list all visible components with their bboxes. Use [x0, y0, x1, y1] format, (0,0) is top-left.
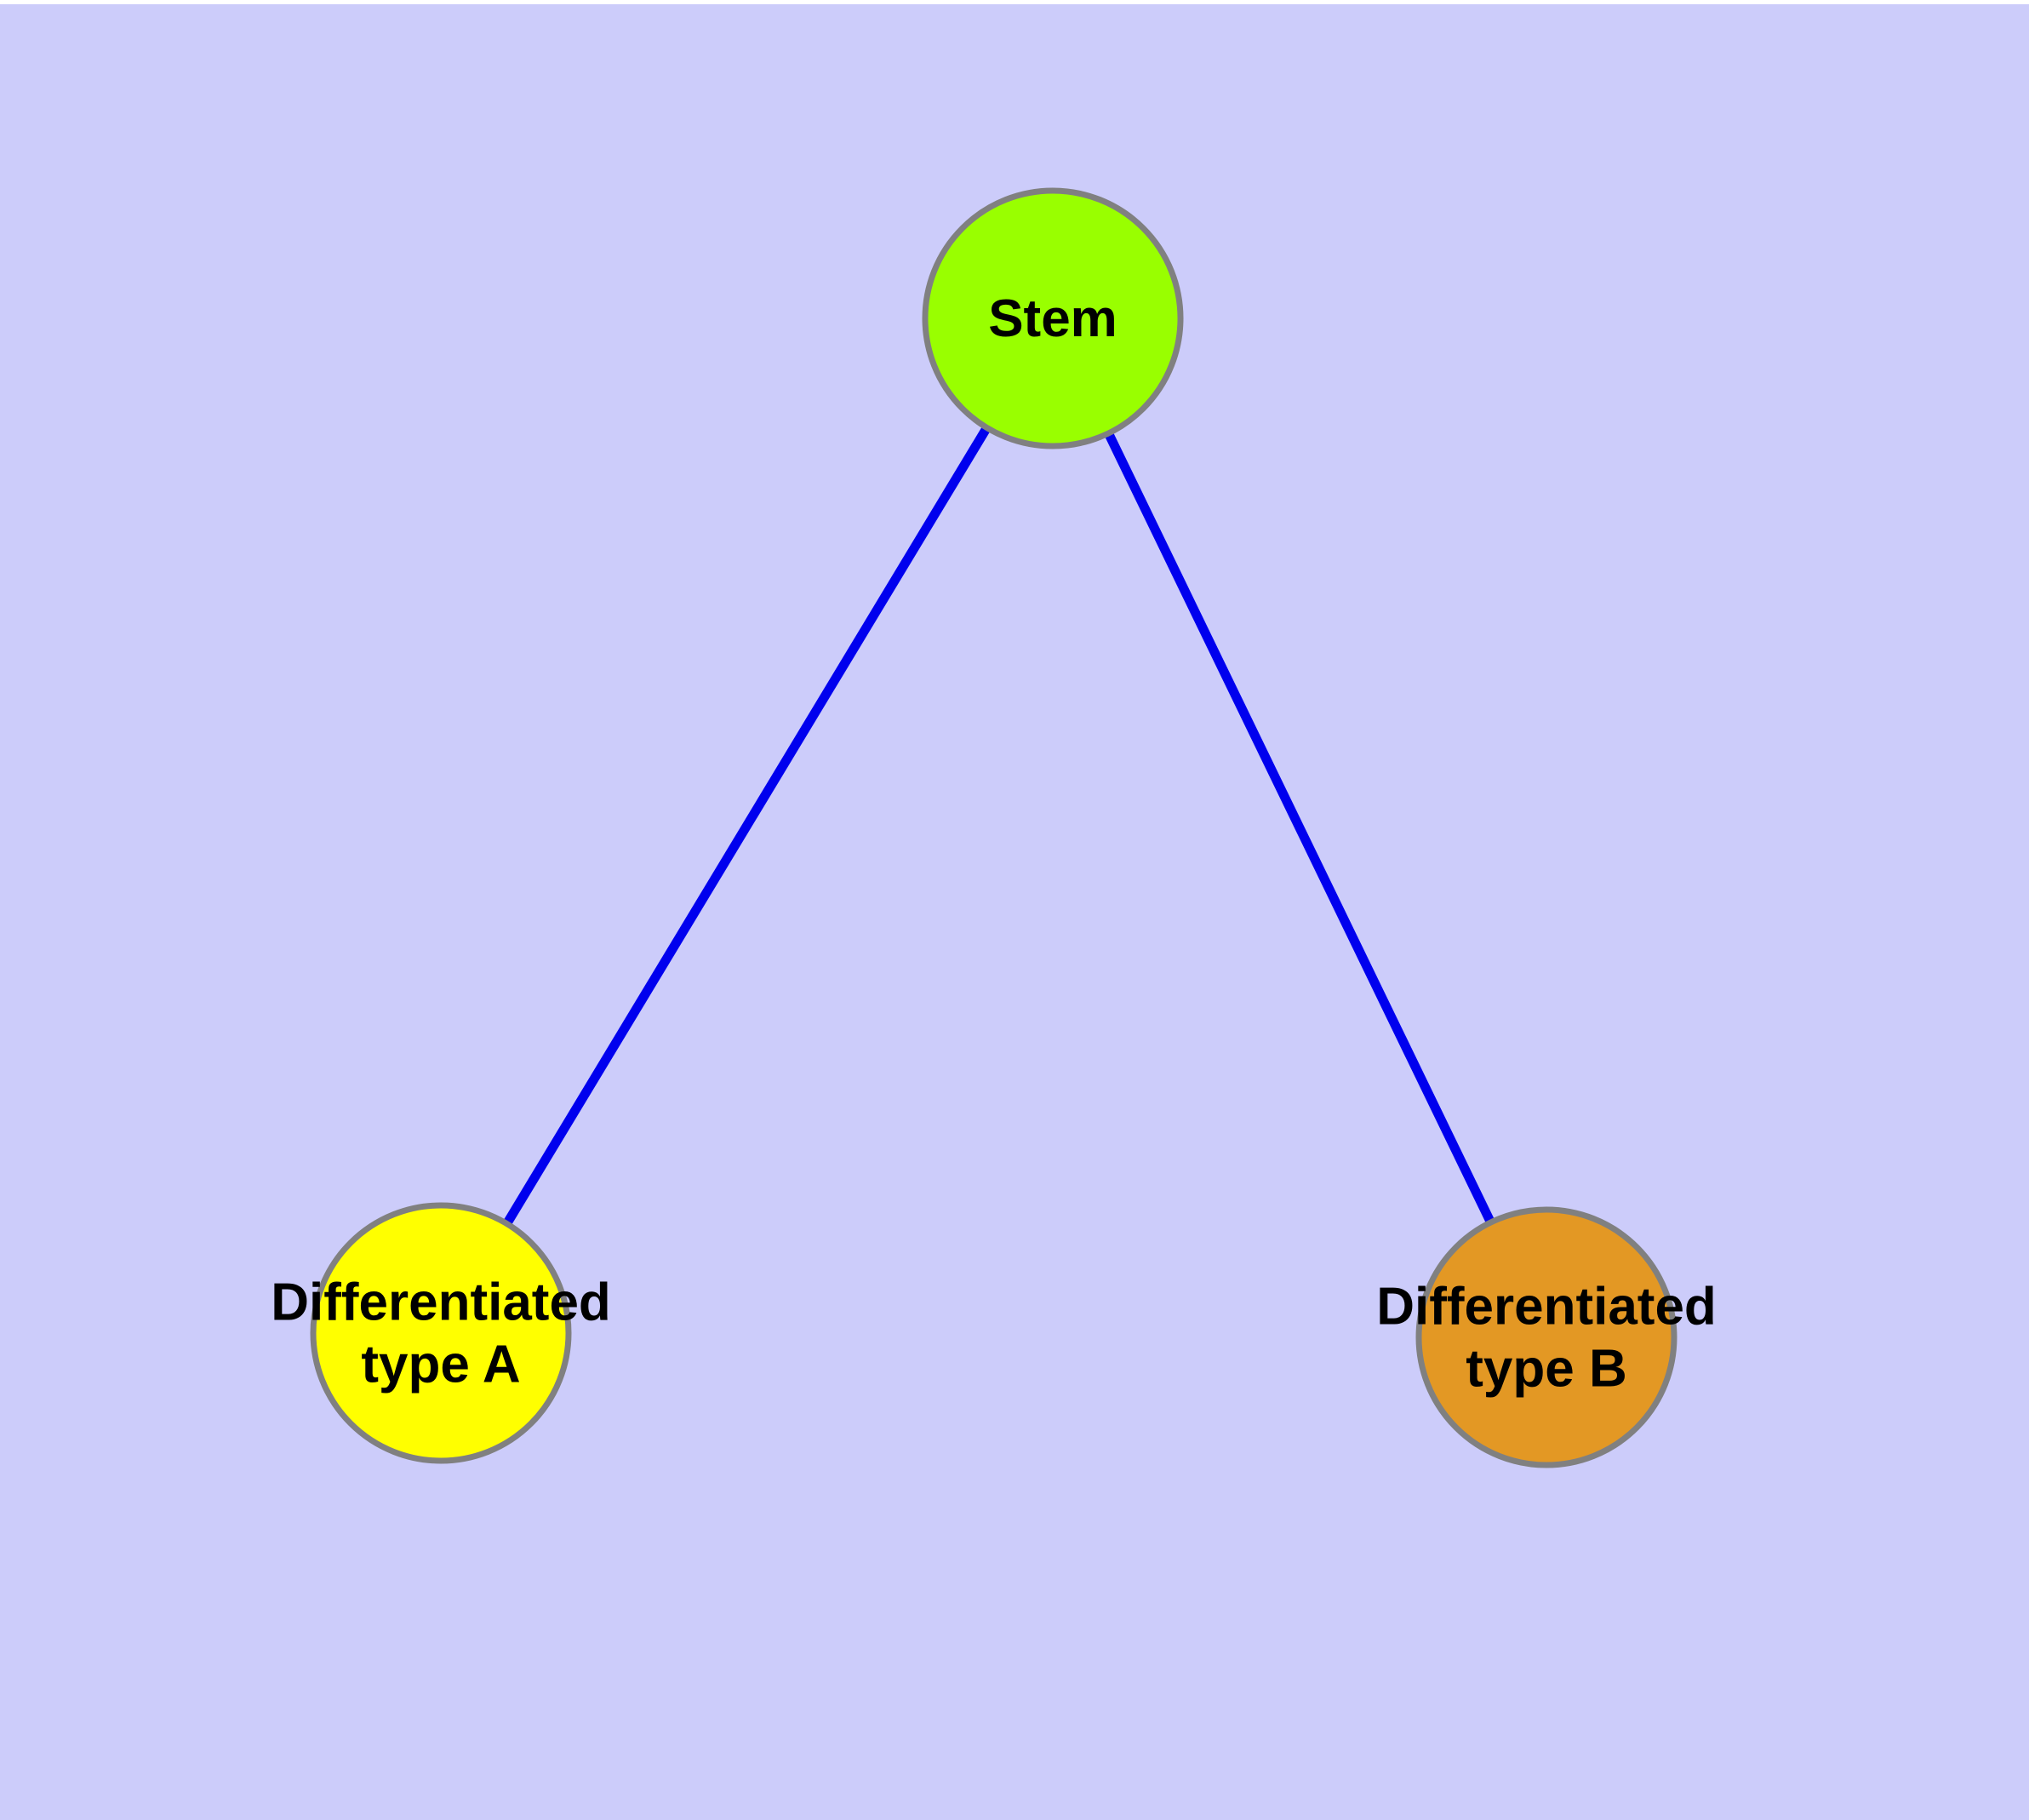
node-layer [310, 187, 1677, 1468]
node-diff-b-circle[interactable] [1415, 1206, 1677, 1468]
node-diff-a-circle[interactable] [310, 1202, 572, 1464]
node-stem-circle[interactable] [922, 187, 1184, 449]
edge-stem-diff-b[interactable] [1104, 431, 1495, 1225]
node-stem-label: Stem [988, 289, 1117, 348]
edge-stem-diff-a[interactable] [502, 425, 992, 1227]
edge-layer [502, 425, 1495, 1227]
